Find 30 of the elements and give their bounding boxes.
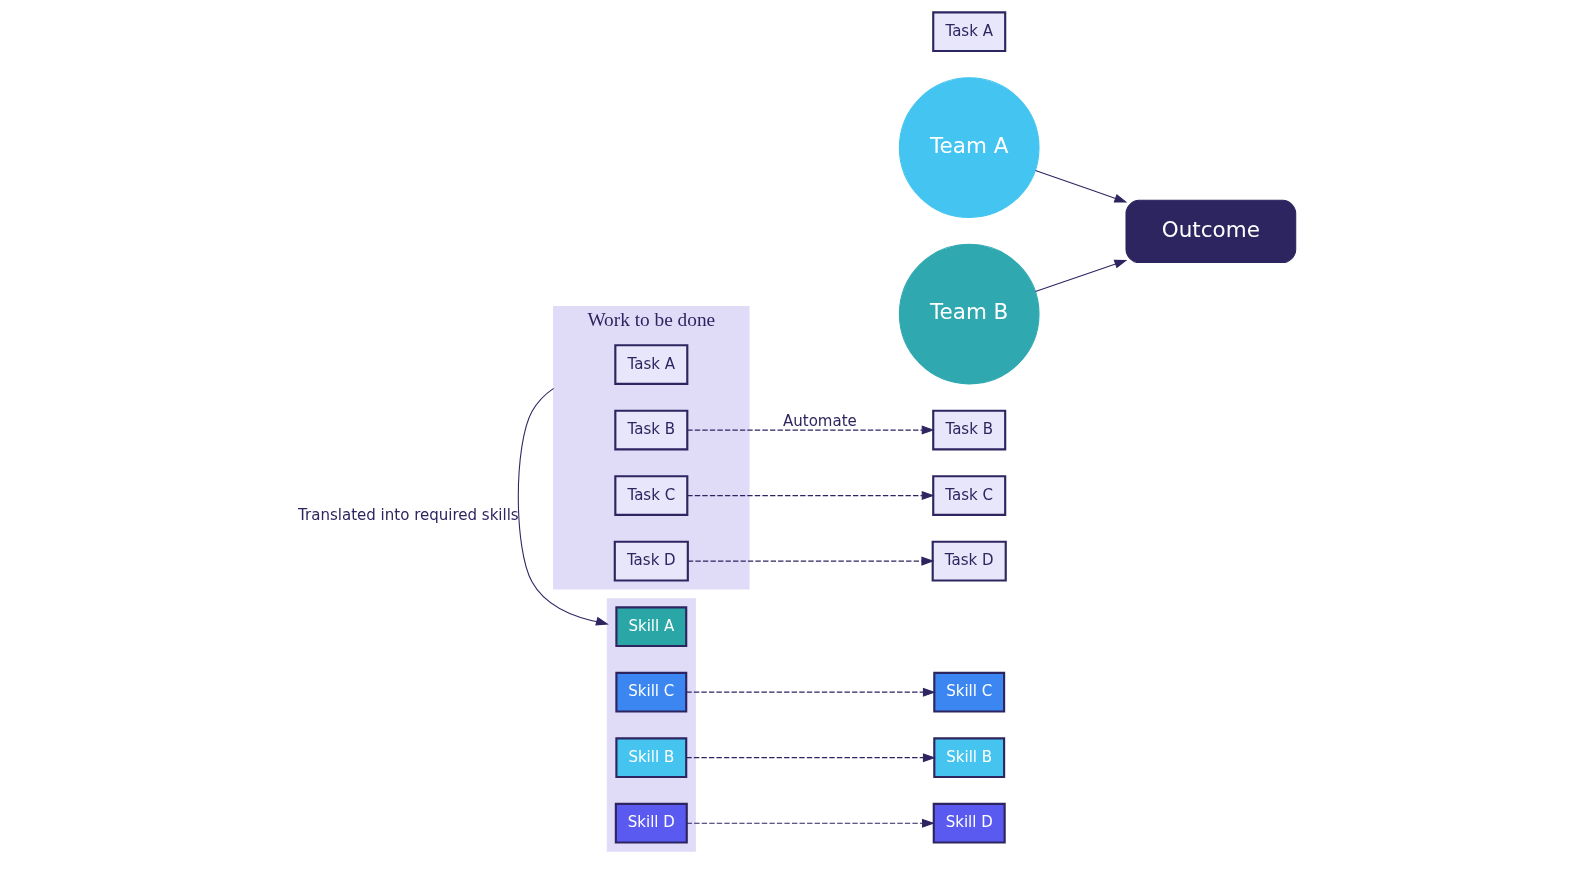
node-circle: Team B [898, 243, 1040, 385]
node-box: Skill C [614, 671, 687, 713]
node-circle: Team A [898, 77, 1040, 218]
node-box: Task C [613, 475, 688, 516]
arrow [1034, 259, 1127, 293]
edge-label: Automate [782, 412, 857, 431]
node-box: Skill A [614, 606, 687, 648]
node-box: Skill D [614, 802, 688, 844]
arrow [685, 753, 936, 763]
arrow [686, 556, 934, 566]
arrow [517, 387, 609, 626]
node-box: Skill D [932, 802, 1006, 844]
edge-label: Translated into required skills [297, 505, 519, 524]
node-box: Task A [931, 11, 1006, 53]
node-box: Skill B [932, 737, 1005, 779]
arrow [686, 425, 935, 435]
node-box: Task B [931, 409, 1006, 451]
node-box: Skill B [614, 737, 687, 779]
arrow [686, 491, 935, 501]
node-box: Task C [931, 475, 1006, 516]
node-box: Task A [613, 344, 688, 385]
node-box: Task D [931, 540, 1007, 582]
arrow [685, 818, 935, 828]
node-box: Task D [613, 540, 689, 582]
node-box: Outcome [1124, 199, 1296, 264]
node-box: Task B [613, 409, 688, 451]
cluster [606, 598, 696, 852]
node-box: Skill C [932, 671, 1005, 713]
arrow [1034, 169, 1127, 203]
arrow [685, 687, 936, 697]
